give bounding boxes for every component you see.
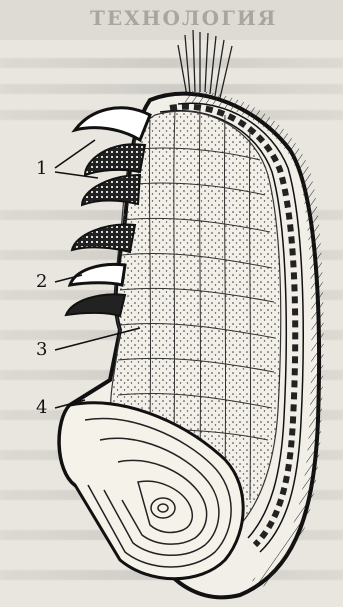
label-4: 4 xyxy=(36,399,47,417)
label-1: 1 xyxy=(36,160,47,178)
label-3: 3 xyxy=(36,341,47,359)
label-2: 2 xyxy=(36,273,47,291)
brush-hairs xyxy=(178,30,232,98)
